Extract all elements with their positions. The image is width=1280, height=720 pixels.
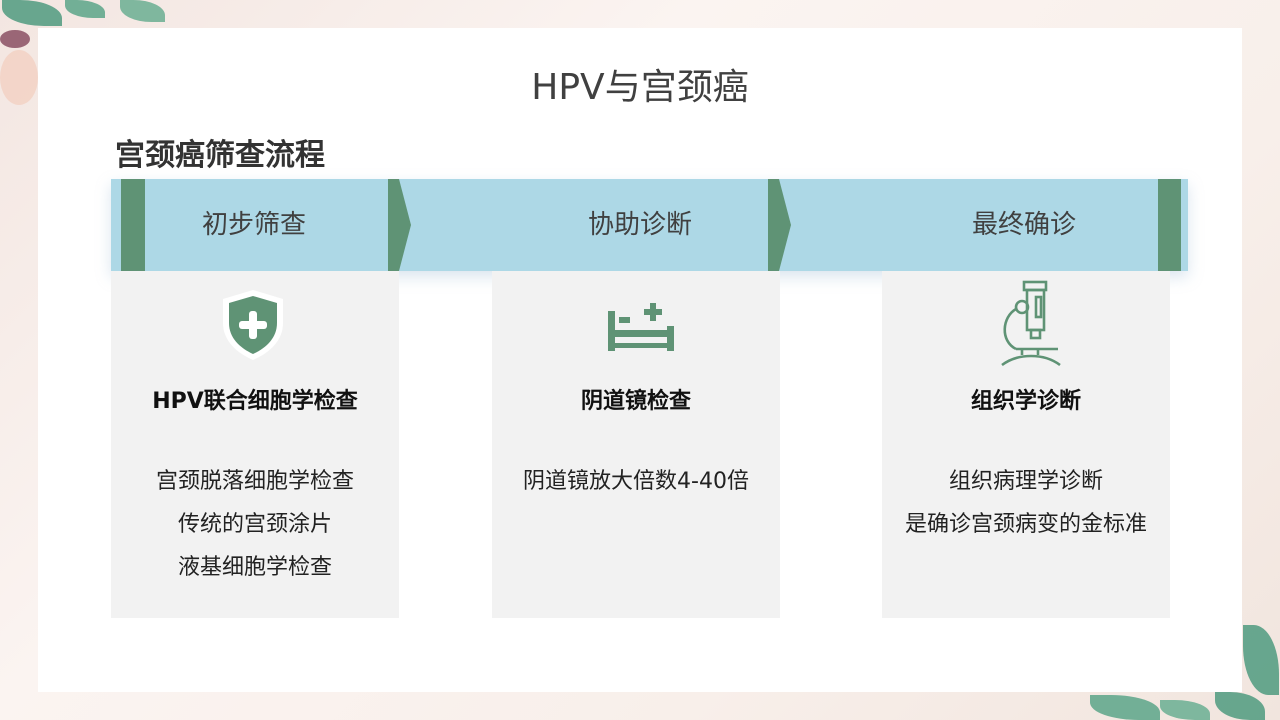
process-bar — [111, 179, 1188, 271]
panel-line: 传统的宫颈涂片 — [177, 512, 332, 537]
microscope-icon — [1001, 280, 1061, 367]
step-final-diagnosis: 最终确诊 — [971, 210, 1076, 240]
chevron-right-icon — [388, 179, 411, 271]
panel-heading: HPV联合细胞学检查 — [152, 389, 358, 414]
panel-line: 是确诊宫颈病变的金标准 — [904, 512, 1147, 537]
panel-line: 液基细胞学检查 — [177, 555, 332, 580]
panel-line: 组织病理学诊断 — [948, 469, 1103, 494]
step-assisted-diagnosis: 协助诊断 — [587, 210, 692, 240]
panel-line: 阴道镜放大倍数4-40倍 — [523, 469, 749, 494]
chevron-right-icon — [768, 179, 791, 271]
panel-hpv-cytology: HPV联合细胞学检查 宫颈脱落细胞学检查 传统的宫颈涂片 液基细胞学检查 — [111, 271, 399, 618]
step-initial-screening: 初步筛查 — [201, 210, 306, 240]
hospital-bed-icon — [608, 303, 674, 351]
panel-heading: 组织学诊断 — [970, 389, 1081, 414]
shield-plus-icon — [223, 290, 283, 360]
panel-line: 宫颈脱落细胞学检查 — [155, 469, 354, 494]
panel-histology: 组织学诊断 组织病理学诊断 是确诊宫颈病变的金标准 — [882, 271, 1170, 618]
panel-colposcopy: 阴道镜检查 阴道镜放大倍数4-40倍 — [492, 271, 780, 618]
section-subtitle: 宫颈癌筛查流程 — [115, 138, 325, 173]
panel-heading: 阴道镜检查 — [580, 389, 691, 414]
slide-title: HPV与宫颈癌 — [531, 67, 749, 108]
bar-left-cap — [121, 179, 145, 271]
bar-right-cap — [1158, 179, 1181, 271]
